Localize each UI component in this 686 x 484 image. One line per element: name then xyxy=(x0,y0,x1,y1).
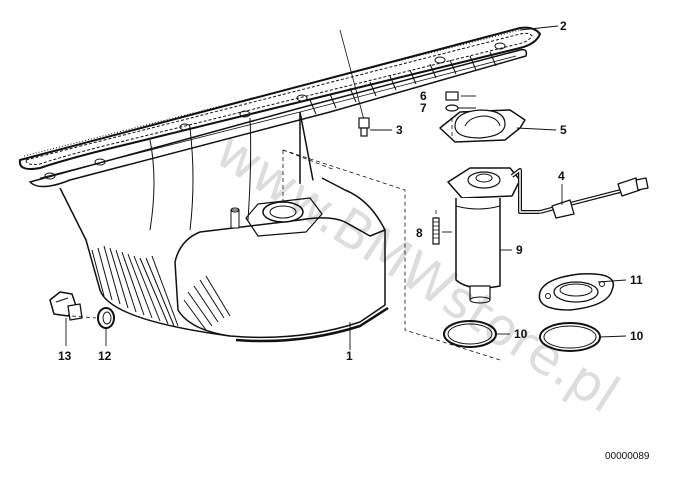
callout-13: 13 xyxy=(58,349,72,363)
washer-7 xyxy=(445,104,459,112)
callout-1: 1 xyxy=(346,349,353,363)
o-ring-10-plate-inner xyxy=(543,325,597,349)
assembly-lines xyxy=(71,118,501,361)
callout-11: 11 xyxy=(630,273,643,287)
bolt-3 xyxy=(339,29,370,137)
oil-pan-gasket xyxy=(18,26,542,170)
callout-2: 2 xyxy=(560,19,567,33)
nut-6 xyxy=(445,91,459,101)
leader-lines xyxy=(65,25,627,350)
callout-6: 6 xyxy=(420,89,427,103)
callout-9: 9 xyxy=(516,243,523,257)
callout-10-pump: 10 xyxy=(514,327,528,341)
o-ring-10-pump-inner xyxy=(447,323,493,345)
oil-pan xyxy=(29,42,528,343)
pump-cover-5 xyxy=(439,109,526,143)
stud-8 xyxy=(432,217,440,245)
callout-12: 12 xyxy=(98,349,112,363)
drain-plug-13 xyxy=(49,291,83,321)
callout-8: 8 xyxy=(416,226,423,240)
cover-plate-11 xyxy=(538,273,614,311)
oil-pump-9 xyxy=(447,167,540,304)
callout-4: 4 xyxy=(558,169,565,183)
callout-7: 7 xyxy=(420,101,427,115)
callout-5: 5 xyxy=(560,123,567,137)
sealing-washer-12 xyxy=(97,307,115,329)
callout-10-plate: 10 xyxy=(630,329,644,343)
callout-3: 3 xyxy=(396,123,403,137)
oil-pipe-4 xyxy=(539,177,649,219)
document-number: 00000089 xyxy=(605,451,650,462)
